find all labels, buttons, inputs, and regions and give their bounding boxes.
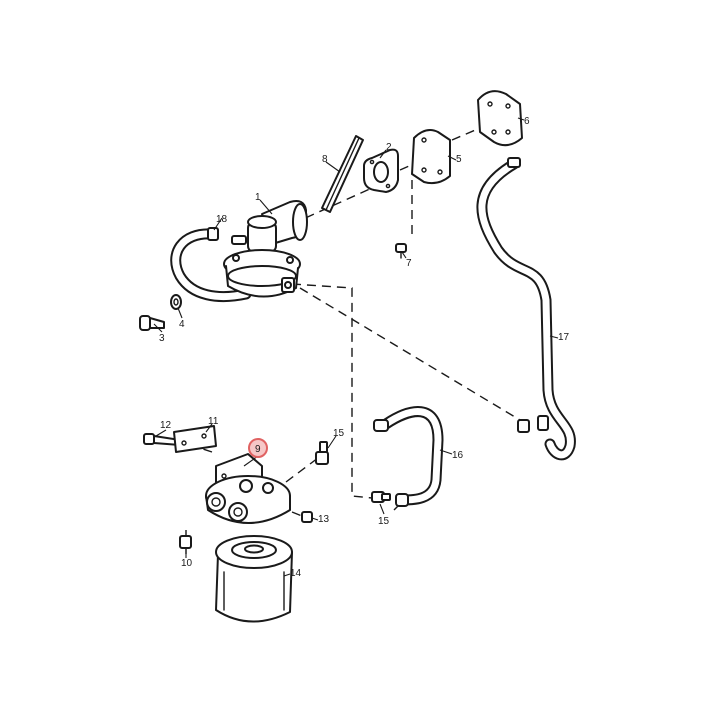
fuel-line-17[interactable] (476, 157, 576, 461)
callout-3: 3 (159, 333, 165, 344)
fuel-filter-14[interactable] (215, 535, 293, 623)
bolt-3[interactable] (139, 315, 165, 331)
callout-16: 16 (452, 450, 464, 461)
callout-7: 7 (406, 258, 412, 269)
callout-4: 4 (179, 319, 185, 330)
bracket-11[interactable] (173, 425, 217, 453)
bolt-7[interactable] (395, 243, 407, 259)
fuel-pump-1[interactable] (223, 200, 308, 298)
washer-4[interactable] (170, 294, 182, 310)
fitting-15-lower[interactable] (371, 491, 391, 503)
callout-1: 1 (255, 192, 261, 203)
callout-13: 13 (318, 514, 330, 525)
gasket-2[interactable] (363, 148, 399, 193)
filter-base-9[interactable] (205, 453, 291, 524)
drain-plug-10[interactable] (179, 535, 192, 549)
callout-15-upper: 15 (333, 428, 345, 439)
block-off-plate-6[interactable] (477, 90, 523, 147)
callout-17: 17 (558, 332, 570, 343)
push-rod-8[interactable] (321, 135, 364, 213)
callout-2: 2 (386, 142, 392, 153)
callout-11: 11 (208, 416, 219, 427)
bolt-12[interactable] (143, 433, 181, 446)
callout-12: 12 (160, 420, 172, 431)
callout-6: 6 (524, 116, 530, 127)
fitting-17-ends[interactable] (517, 419, 530, 433)
leader-lines (153, 117, 559, 577)
plug-13[interactable] (301, 511, 313, 523)
vent-hose-18[interactable] (170, 227, 252, 302)
callout-14: 14 (290, 568, 302, 579)
fitting-15-upper[interactable] (315, 441, 329, 465)
callout-9: 9 (255, 444, 261, 455)
callout-8: 8 (322, 154, 328, 165)
callout-5: 5 (456, 154, 462, 165)
callout-18: 18 (216, 214, 228, 225)
plate-5[interactable] (411, 129, 451, 185)
highlight-ring (248, 438, 268, 458)
callout-10: 10 (181, 558, 193, 569)
fuel-hose-16[interactable] (373, 406, 444, 507)
callout-15-lower: 15 (378, 516, 390, 527)
callout-labels: 1 2 3 4 5 6 7 8 9 10 11 12 13 14 15 15 1… (159, 116, 570, 579)
